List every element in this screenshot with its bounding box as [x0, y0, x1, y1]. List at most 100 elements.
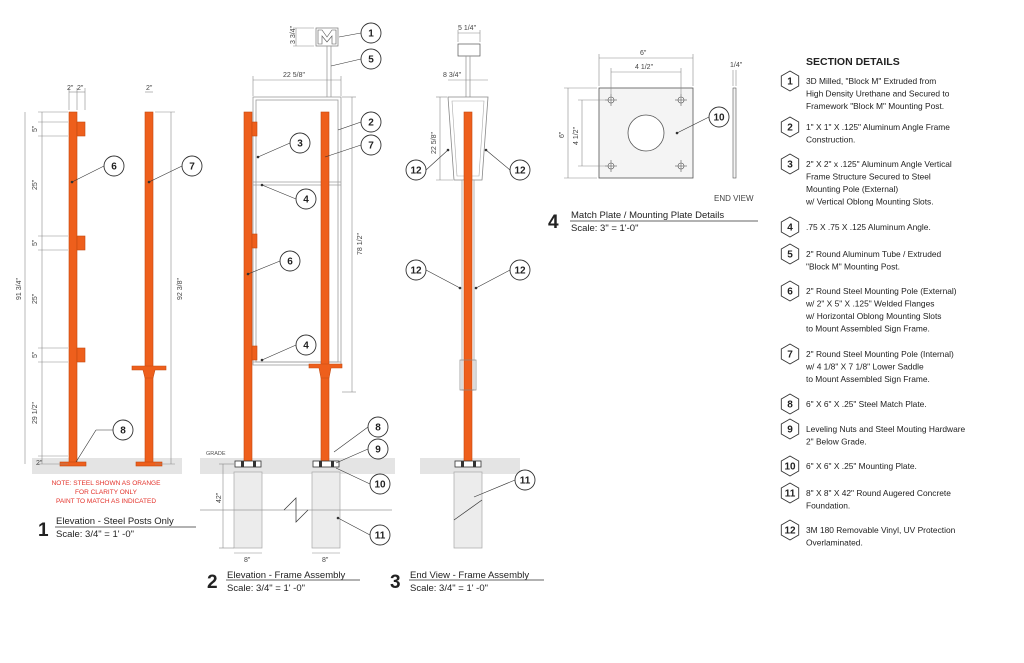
callout-12 [405, 159, 427, 181]
dim-25: 25" [32, 293, 39, 304]
callout-6 [279, 250, 301, 272]
item-number-hexagon [780, 70, 800, 92]
item-description-line: "Block M" Mounting Post. [806, 262, 900, 272]
callout-1 [360, 22, 382, 44]
dim-4-1-2: 4 1/2" [573, 126, 580, 145]
post-external [68, 111, 78, 465]
item-number: 1 [787, 77, 793, 88]
lower-saddle [131, 365, 167, 379]
note-line-3: PAINT TO MATCH AS INDICATED [56, 498, 156, 505]
view-scale: Scale: 3" = 1'-0" [571, 223, 638, 234]
dim-5-1-4: 5 1/4" [458, 25, 477, 32]
item-number-hexagon [780, 216, 800, 238]
svg-text:12: 12 [514, 166, 526, 177]
item-description-line: High Density Urethane and Secured to [806, 89, 950, 99]
svg-text:12: 12 [410, 166, 422, 177]
svg-text:6: 6 [111, 162, 117, 173]
grade-label: GRADE [206, 451, 226, 457]
item-description-line: Leveling Nuts and Steel Mouting Hardware [806, 424, 966, 434]
item-number: 6 [787, 287, 793, 298]
item-description-line: 3D Milled, "Block M" Extruded from [806, 76, 936, 86]
callout-8 [112, 419, 134, 441]
item-number-hexagon [780, 153, 800, 175]
dim-22-5-8: 22 5/8" [431, 132, 438, 154]
svg-text:10: 10 [713, 113, 725, 124]
section-item: 6 2" Round Steel Mounting Pole (External)… [780, 280, 957, 334]
dim-6: 6" [640, 50, 647, 57]
item-number-hexagon [780, 243, 800, 265]
post-external [243, 111, 253, 465]
item-number-hexagon [780, 418, 800, 440]
plate-center-hole [627, 114, 665, 152]
dim-25: 25" [32, 179, 39, 190]
dim-post-7-height: 92 3/8" [177, 278, 184, 300]
item-description-line: w/ 4 1/8" X 7 1/8" Lower Saddle [805, 362, 924, 372]
item-number-hexagon [780, 455, 800, 477]
view-scale: Scale: 3/4" = 1' -0" [410, 583, 488, 594]
dim-42: 42" [216, 492, 223, 503]
plate-edge-view [732, 87, 737, 179]
end-view-label: END VIEW [714, 194, 754, 203]
callout-12 [509, 259, 531, 281]
item-number: 3 [787, 160, 793, 171]
item-description-line: 1" X 1" X .125" Aluminum Angle Frame [806, 122, 950, 132]
svg-text:1: 1 [368, 29, 374, 40]
item-description-line: Construction. [806, 135, 855, 145]
item-description-line: Overlaminated. [806, 538, 863, 548]
section-details: SECTION DETAILS 1 3D Milled, "Block M" Ex… [780, 56, 966, 548]
item-description-line: to Mount Assembled Sign Frame. [806, 324, 930, 334]
svg-text:9: 9 [375, 445, 381, 456]
lower-saddle [308, 363, 343, 379]
item-description-line: Framework "Block M" Mounting Post. [806, 101, 944, 111]
view-1-elevation-steel-posts: 5" 25" 5" 25" 5" 29 1/2" 2" 91 3/4" 92 3… [16, 85, 203, 541]
dim-6: 6" [559, 131, 566, 138]
dim-8-3-4: 8 3/4" [443, 72, 462, 79]
dim-4-1-2: 4 1/2" [635, 64, 654, 71]
item-description-line: 6" X 6" X .25" Mounting Plate. [806, 461, 917, 471]
item-number-hexagon [780, 116, 800, 138]
item-number: 5 [787, 250, 793, 261]
item-description-line: .75 X .75 X .125 Aluminum Angle. [806, 222, 931, 232]
flange [76, 235, 86, 251]
dim-78-1-2: 78 1/2" [357, 233, 364, 255]
callout-12 [509, 159, 531, 181]
svg-text:8: 8 [375, 423, 381, 434]
section-item: 4 .75 X .75 X .125 Aluminum Angle. [780, 216, 931, 238]
callout-11 [369, 524, 391, 546]
item-number: 4 [787, 223, 793, 234]
callout-4 [295, 188, 317, 210]
item-number: 2 [787, 123, 793, 134]
dim-2: 2" [67, 85, 74, 92]
flange [76, 121, 86, 137]
callout-11 [514, 469, 536, 491]
item-number: 7 [787, 350, 793, 361]
flange [76, 347, 86, 363]
svg-text:5: 5 [368, 55, 374, 66]
item-number-hexagon [780, 519, 800, 541]
svg-text:10: 10 [374, 480, 386, 491]
section-heading: SECTION DETAILS [806, 56, 900, 68]
item-number-hexagon [780, 280, 800, 302]
item-description-line: to Mount Assembled Sign Frame. [806, 374, 930, 384]
item-description-line: 2" Round Steel Mounting Pole (External) [806, 286, 957, 296]
callout-3 [289, 132, 311, 154]
post [463, 111, 473, 465]
item-number: 8 [787, 400, 793, 411]
svg-text:11: 11 [375, 531, 386, 542]
callout-12 [405, 259, 427, 281]
svg-text:3: 3 [297, 139, 303, 150]
dim-2: 2" [146, 85, 153, 92]
section-item: 2 1" X 1" X .125" Aluminum Angle FrameCon… [780, 116, 950, 145]
item-description-line: 2" Round Steel Mounting Pole (Internal) [806, 349, 954, 359]
note-line-1: NOTE: STEEL SHOWN AS ORANGE [52, 480, 161, 487]
view-3-end-view-frame-assembly: 5 1/4" 8 3/4" 22 5/8" 12 12 12 12 11 [390, 25, 544, 594]
view-number: 3 [390, 572, 401, 593]
dim-5: 5" [32, 125, 39, 132]
dim-3-3-4: 3 3/4" [290, 25, 297, 44]
callout-10 [369, 473, 391, 495]
callout-7 [181, 155, 203, 177]
